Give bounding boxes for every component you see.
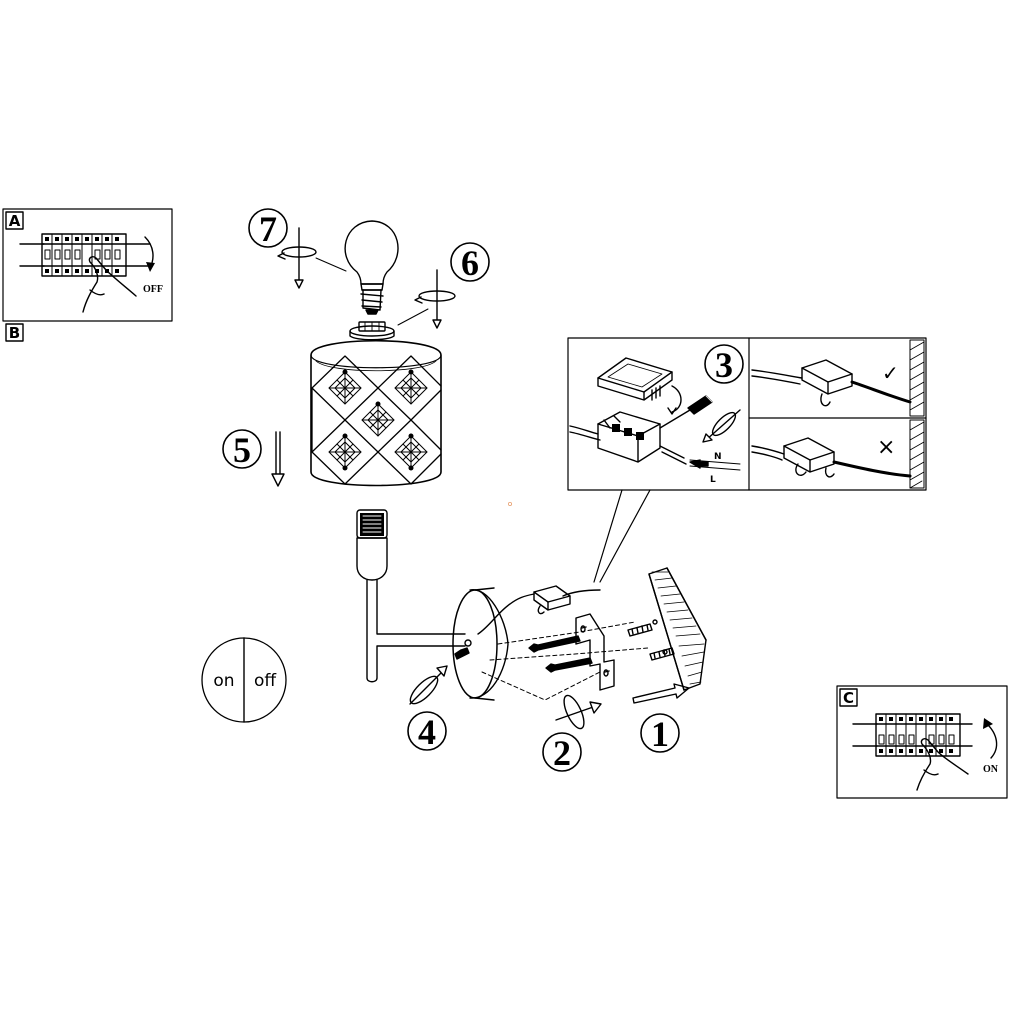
step-7-badge: 7	[248, 208, 288, 249]
step-2-badge: 2	[542, 732, 582, 773]
screw-icon	[528, 635, 581, 653]
screw-icon	[545, 657, 593, 673]
step-2-number: 2	[553, 733, 571, 773]
step-4-number: 4	[418, 712, 436, 752]
panel-b-letter-box	[5, 323, 24, 342]
step-5-badge: 5	[222, 429, 262, 470]
step-1-number: 1	[651, 714, 669, 754]
neutral-wire-label: N	[714, 452, 722, 462]
rotate-arrow-icon	[702, 409, 741, 443]
rotate-arrow-icon	[277, 227, 317, 289]
lamp-arm-icon	[366, 579, 466, 683]
step-1-badge: 1	[640, 713, 680, 754]
hand-icon	[82, 256, 137, 313]
live-wire-label: L	[710, 475, 716, 485]
alignment-guides	[481, 621, 649, 701]
wall-section-icon	[648, 567, 707, 691]
terminal-cover-icon	[597, 357, 682, 415]
shade-ornament-icon	[328, 371, 428, 469]
wall-hatch-icon	[909, 419, 925, 489]
correct-wiring-example: ✓	[751, 339, 925, 417]
insert-arrow-icon	[632, 683, 690, 704]
lamp-shade-icon	[310, 340, 442, 487]
wall-plug-icon	[627, 623, 653, 637]
screwdriver-icon	[659, 395, 713, 429]
on-off-switch-icon: on off	[201, 637, 287, 723]
step-5-number: 5	[233, 430, 251, 470]
wall-canopy-icon	[452, 587, 509, 701]
hand-icon	[916, 738, 969, 791]
switch-on-arrow-icon	[985, 722, 998, 759]
wall-hatch-icon	[909, 339, 925, 417]
terminal-block-icon	[533, 585, 601, 615]
panel-a-action-label: OFF	[143, 284, 163, 295]
terminal-block-icon	[597, 411, 661, 463]
switch-on-label: on	[213, 671, 234, 691]
panel-a-breaker-off: A	[2, 208, 173, 322]
step-7-number: 7	[259, 209, 277, 249]
breaker-block-icon	[41, 233, 127, 277]
lamp-socket-icon	[356, 509, 388, 581]
rotate-arrow-icon	[555, 694, 602, 730]
switch-off-label: off	[254, 671, 277, 691]
mounting-bracket-icon	[575, 613, 615, 691]
step-3-badge: 3	[704, 344, 744, 385]
breaker-block-icon	[875, 713, 961, 757]
power-cable-icon	[477, 593, 535, 635]
wall-plug-icon	[649, 647, 675, 661]
correct-mark: ✓	[882, 361, 899, 385]
step-6-number: 6	[461, 243, 479, 283]
panel-b-marker: B	[5, 323, 24, 342]
screw-icon	[454, 647, 470, 660]
panel-c-breaker-on: C	[836, 685, 1008, 799]
wrong-mark: ×	[877, 435, 895, 460]
light-bulb-icon	[344, 220, 399, 315]
panel-c-action-label: ON	[983, 764, 999, 775]
panel-a-letter: A	[9, 212, 21, 230]
panel-b-letter: B	[9, 324, 20, 342]
down-arrow-icon	[271, 431, 285, 487]
stray-dot	[507, 501, 512, 506]
panel-c-letter: C	[843, 689, 854, 707]
wrong-wiring-example: ×	[751, 419, 925, 489]
rotate-arrow-icon	[414, 269, 456, 329]
step-3-number: 3	[715, 345, 733, 385]
threaded-ring-icon	[349, 321, 395, 341]
step-4-badge: 4	[407, 711, 447, 752]
panel-c-letter-box	[839, 688, 858, 707]
step-6-badge: 6	[450, 242, 490, 283]
panel-a-letter-box	[5, 211, 24, 230]
callout-pointer	[593, 489, 651, 583]
wiring-inset: N L 3 ✓ ×	[567, 337, 927, 491]
rotate-arrow-icon	[409, 665, 448, 705]
